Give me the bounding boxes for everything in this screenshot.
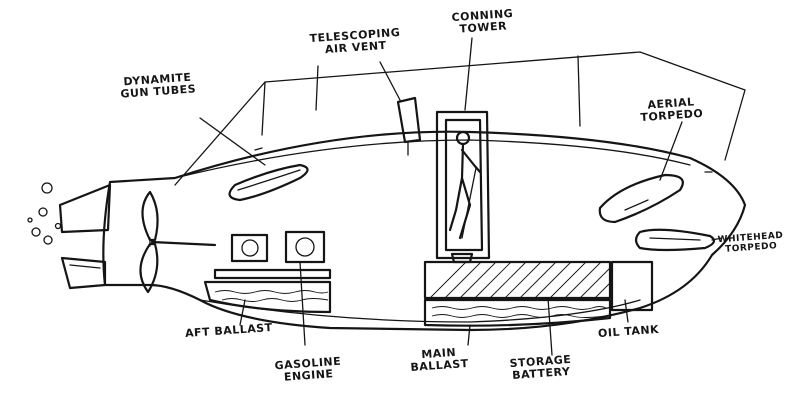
- conning-tower: [435, 37, 491, 264]
- air-vent: [379, 61, 422, 156]
- aft-ballast-tank: [203, 280, 332, 326]
- whitehead-torpedo: [634, 228, 723, 252]
- superstructure-frame: [174, 51, 746, 186]
- oil-tank: [610, 260, 654, 323]
- bubbles: [27, 182, 62, 245]
- aerial-torpedo: [598, 121, 713, 224]
- main-ballast-tank: [423, 298, 612, 346]
- dynamite-gun-tube: [199, 117, 309, 202]
- gasoline-engine: [213, 230, 332, 346]
- storage-battery: [423, 260, 612, 356]
- propeller: [139, 190, 217, 294]
- stern-fins: [58, 183, 112, 290]
